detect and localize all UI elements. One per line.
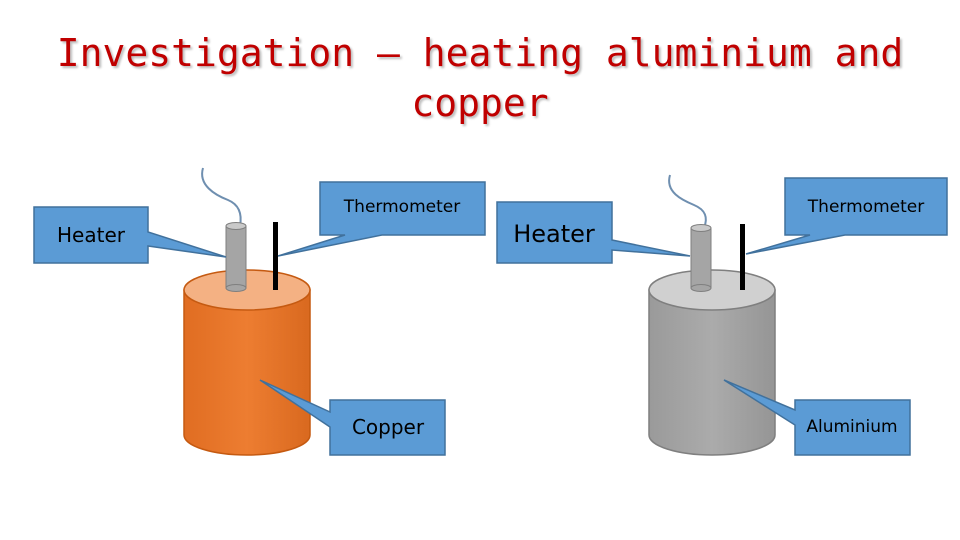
aluminium-callout: Aluminium	[723, 379, 911, 456]
thermometer-callout-left: Thermometer	[277, 181, 486, 257]
heater-label-left: Heater	[57, 223, 126, 247]
copper-setup	[183, 167, 311, 456]
heater-rod-left	[225, 225, 247, 289]
copper-block-top	[183, 269, 311, 311]
heater-label-right: Heater	[513, 220, 595, 248]
thermometer-callout-right: Thermometer	[745, 177, 948, 255]
copper-callout: Copper	[259, 379, 446, 456]
heater-callout-right: Heater	[496, 201, 691, 264]
aluminium-block	[648, 289, 776, 456]
title-line-1: Investigation – heating aluminium and	[56, 31, 904, 75]
title-line-2: copper	[411, 81, 549, 125]
aluminium-block-top	[648, 269, 776, 311]
copper-label: Copper	[352, 415, 425, 439]
heater-wire-left	[201, 167, 242, 227]
thermometer-label-left: Thermometer	[343, 197, 460, 217]
heater-rod-right	[690, 227, 712, 289]
aluminium-setup	[648, 174, 776, 456]
aluminium-label: Aluminium	[806, 417, 897, 437]
copper-block	[183, 289, 311, 456]
thermometer-left	[273, 222, 278, 290]
slide-title: Investigation – heating aluminium and co…	[0, 28, 960, 128]
heater-wire-right	[668, 174, 707, 229]
heater-callout-left: Heater	[33, 206, 227, 264]
thermometer-right	[740, 224, 745, 290]
thermometer-label-right: Thermometer	[807, 197, 924, 217]
